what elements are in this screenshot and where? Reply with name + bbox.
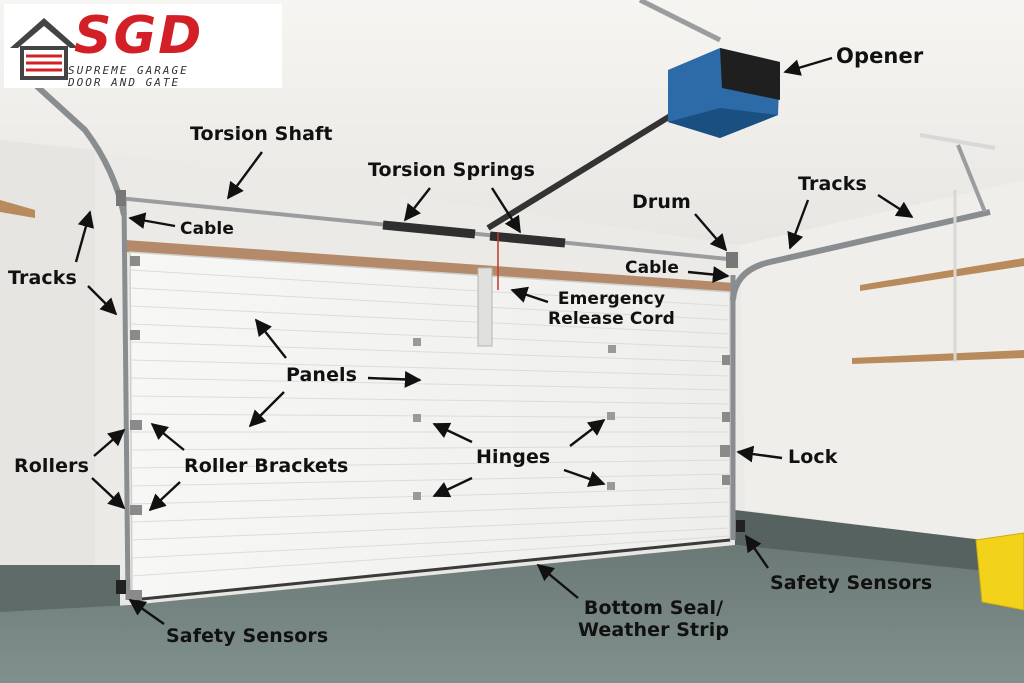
header-board bbox=[126, 240, 735, 292]
label-rollers: Rollers bbox=[14, 455, 89, 477]
label-cable-right: Cable bbox=[625, 258, 679, 278]
arrow-hinges-a bbox=[432, 422, 473, 444]
logo-tagline-line1: SUPREME GARAGE bbox=[68, 64, 189, 77]
label-panels: Panels bbox=[286, 364, 358, 386]
arrow-roller-brackets-b bbox=[148, 481, 181, 512]
left-baseboard bbox=[0, 565, 120, 615]
door-hinges bbox=[413, 338, 616, 500]
label-emergency-release-line2: Release Cord bbox=[548, 308, 675, 329]
arrow-torsion-springs-b bbox=[490, 187, 522, 234]
label-tracks-left: Tracks bbox=[8, 267, 77, 289]
arrow-rollers-a bbox=[93, 428, 126, 457]
label-torsion-springs: Torsion Springs bbox=[368, 159, 535, 181]
arrow-tracks-right-b bbox=[877, 193, 914, 219]
label-safety-sensors-right: Safety Sensors bbox=[770, 572, 933, 594]
door-panel-lines bbox=[130, 269, 731, 577]
yellow-bin bbox=[975, 532, 1024, 611]
arrow-cable-right bbox=[687, 266, 730, 283]
arrow-hinges-d bbox=[563, 468, 606, 487]
label-lock: Lock bbox=[788, 446, 838, 468]
label-bottom-seal-line1: Bottom Seal/ bbox=[583, 597, 724, 619]
house-logo-icon bbox=[10, 18, 78, 80]
bottom-seal bbox=[131, 538, 731, 602]
label-opener: Opener bbox=[836, 44, 924, 68]
floor bbox=[0, 545, 1024, 683]
wall-shelves bbox=[852, 133, 1024, 364]
opener-hanger bbox=[638, 0, 722, 43]
safety-sensor-right bbox=[736, 520, 745, 532]
label-bottom-seal-line2: Weather Strip bbox=[578, 618, 730, 641]
arrow-panels-b bbox=[367, 371, 422, 388]
arrow-roller-brackets-a bbox=[150, 422, 185, 451]
arrow-rollers-b bbox=[91, 477, 126, 510]
arrow-drum bbox=[694, 213, 728, 252]
torsion-spring-right bbox=[489, 231, 566, 248]
door-arm bbox=[477, 267, 493, 347]
label-emergency-release-line1: Emergency bbox=[557, 289, 666, 309]
right-horizontal-track bbox=[730, 209, 991, 301]
arrow-opener bbox=[783, 56, 833, 76]
label-roller-brackets: Roller Brackets bbox=[184, 455, 349, 477]
right-baseboard bbox=[735, 510, 1024, 580]
logo-wordmark: SGD bbox=[74, 6, 204, 66]
arrow-hinges-c bbox=[432, 476, 473, 498]
opener-unit bbox=[668, 48, 780, 138]
arrow-hinges-b bbox=[569, 418, 606, 447]
arrow-tracks-left-b bbox=[87, 285, 118, 316]
arrow-emergency-release bbox=[510, 286, 549, 304]
drum-left bbox=[116, 190, 126, 206]
arrow-panels-c bbox=[248, 391, 285, 428]
drum-right bbox=[726, 252, 738, 268]
arrow-lock bbox=[736, 445, 783, 463]
arrow-torsion-springs-a bbox=[403, 187, 431, 222]
arrow-safety-sensors-right bbox=[745, 534, 769, 569]
torsion-spring-left bbox=[382, 220, 476, 239]
safety-sensor-left bbox=[116, 580, 126, 594]
label-hinges: Hinges bbox=[476, 446, 551, 468]
left-wall bbox=[0, 140, 95, 585]
label-torsion-shaft: Torsion Shaft bbox=[190, 123, 333, 145]
opener-rail bbox=[486, 107, 682, 231]
label-bottom-seal: Bottom Seal/ Weather Strip bbox=[578, 597, 730, 642]
arrow-bottom-seal bbox=[536, 563, 579, 599]
label-emergency-release-cord: Emergency Release Cord bbox=[548, 289, 675, 329]
logo-tagline-line2: DOOR AND GATE bbox=[68, 76, 181, 89]
left-shelf bbox=[0, 200, 35, 218]
label-safety-sensors-left: Safety Sensors bbox=[166, 625, 329, 647]
left-vertical-track bbox=[121, 199, 131, 601]
roller-brackets bbox=[130, 256, 730, 600]
arrow-tracks-right-a bbox=[787, 199, 810, 250]
arrow-safety-sensors-left bbox=[128, 599, 165, 625]
arrow-tracks-left-a bbox=[74, 210, 95, 263]
annotation-arrows bbox=[74, 56, 914, 625]
sgd-logo: SGD SUPREME GARAGE DOOR AND GATE bbox=[4, 4, 282, 89]
arrow-panels-a bbox=[254, 318, 287, 359]
arrow-torsion-shaft bbox=[227, 151, 263, 200]
label-tracks-right: Tracks bbox=[798, 173, 867, 195]
label-drum: Drum bbox=[632, 191, 691, 213]
arrow-cable-left bbox=[128, 212, 176, 229]
label-cable-left: Cable bbox=[180, 219, 234, 239]
